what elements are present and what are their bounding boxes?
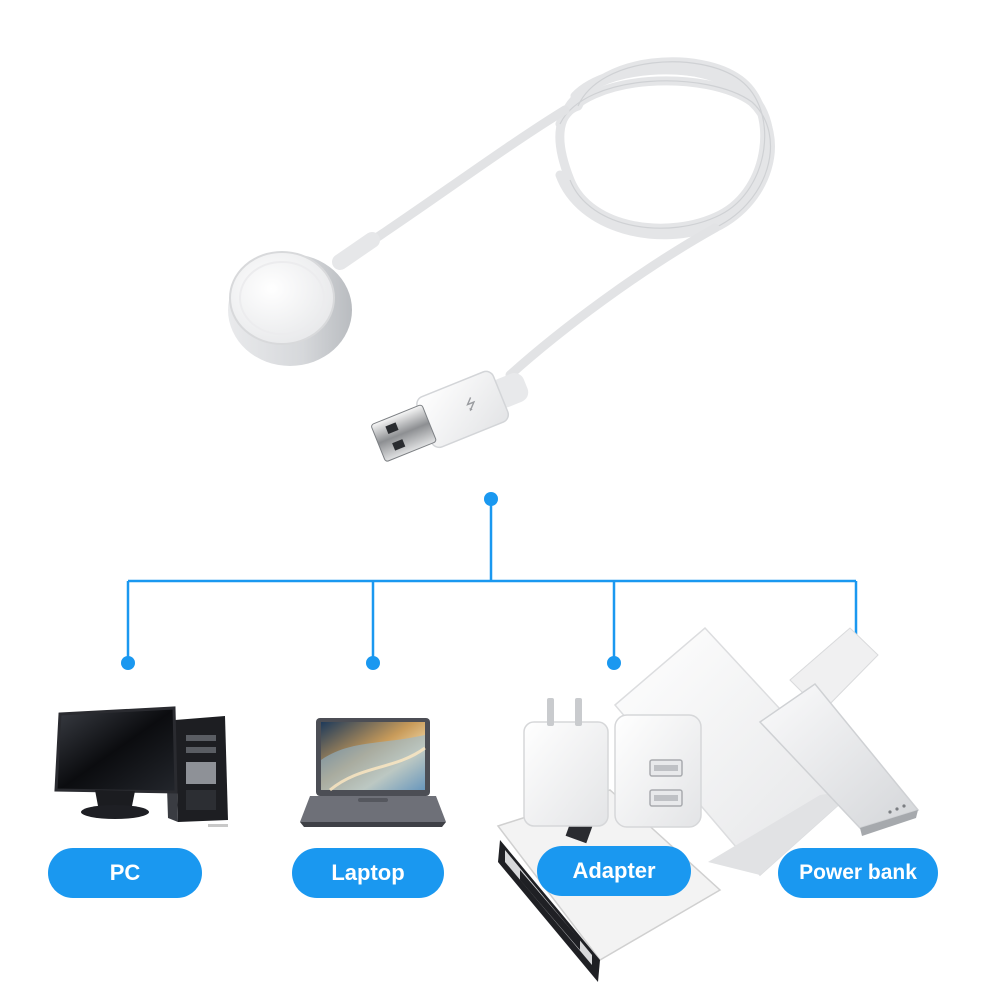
pc-dot [121, 656, 135, 670]
adapter-label: Adapter [537, 846, 691, 896]
usb-symbol-icon: ⭍ [463, 395, 480, 414]
wall-adapter-icon [496, 626, 879, 982]
source-dot [484, 492, 498, 506]
charging-cable-icon: ⭍ [228, 57, 775, 462]
cable-to-usb [505, 223, 720, 380]
power-bank-icon [758, 682, 920, 836]
usb-connector-icon: ⭍ [371, 370, 529, 462]
cable-coil-outline [559, 61, 772, 231]
puck-strain-relief [332, 232, 380, 270]
charging-puck-icon [228, 251, 352, 366]
power-bank-label: Power bank [778, 848, 938, 898]
laptop-icon [300, 718, 446, 827]
connector-tree [126, 500, 858, 662]
adapter-dot [607, 656, 621, 670]
cable-to-puck [353, 105, 570, 255]
laptop-label: Laptop [292, 848, 444, 898]
desktop-computer-icon [54, 706, 228, 827]
laptop-dot [366, 656, 380, 670]
pc-label: PC [48, 848, 202, 898]
